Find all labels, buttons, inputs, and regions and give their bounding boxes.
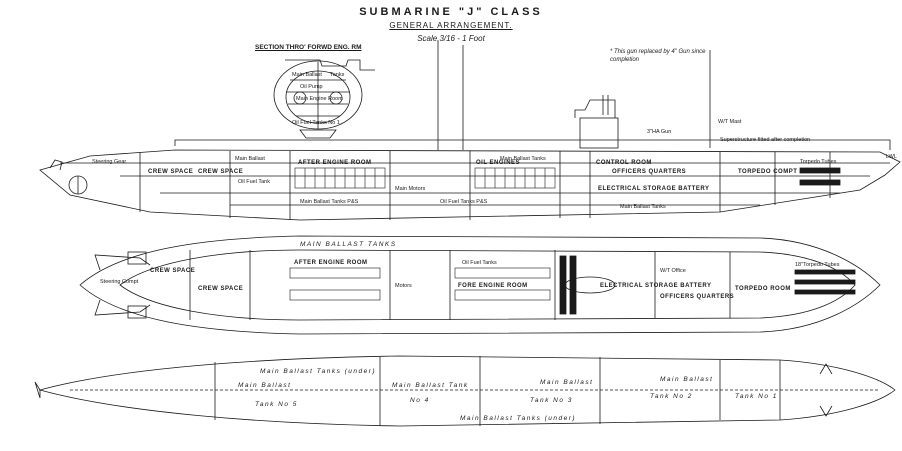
- label-lower-main-ballast-bottom: Main Ballast Tanks (under): [460, 415, 576, 422]
- gun-note: * This gun replaced by 4" Gun since comp…: [610, 49, 706, 63]
- label-lower-tank-1: Tank No 1: [735, 393, 778, 400]
- label-oil-engines: OIL ENGINES: [476, 160, 520, 166]
- label-plan-crew-space: CREW SPACE: [150, 268, 195, 274]
- label-oil-fuel-tanks: Oil Fuel Tanks P&S: [440, 199, 488, 205]
- label-plan-torpedo-room: TORPEDO ROOM: [735, 286, 791, 292]
- label-lower-tank-3: Tank No 3: [530, 397, 573, 404]
- label-plan-torpedo-tubes: 18"Torpedo Tubes: [795, 262, 840, 268]
- label-oil-fuel-tank: Oil Fuel Tank: [238, 179, 270, 185]
- label-plan-crew-space-2: CREW SPACE: [198, 286, 243, 292]
- section-label-tanks: Tanks: [330, 72, 345, 78]
- label-gun: 3"HA Gun: [647, 129, 671, 135]
- label-plan-fore-engine-room: FORE ENGINE ROOM: [458, 283, 528, 289]
- label-main-ballast-tanks-ps: Main Ballast Tanks P&S: [300, 199, 359, 205]
- cross-section-view: Main Ballast Tanks Oil Pump Main Engine …: [273, 59, 375, 139]
- label-plan-storage-battery: ELECTRICAL STORAGE BATTERY: [600, 283, 711, 289]
- section-label: SECTION THRO' FORWD ENG. RM: [255, 44, 362, 51]
- label-lower-main-ballast-under: Main Ballast Tanks (under): [260, 368, 376, 375]
- label-lower-main-ballast-tank: Main Ballast Tank: [392, 382, 469, 389]
- label-control-room: CONTROL ROOM: [596, 160, 652, 166]
- label-steering-gear: Steering Gear: [92, 159, 126, 165]
- label-plan-oil-fuel-tanks: Oil Fuel Tanks: [462, 260, 497, 266]
- label-plan-officers: OFFICERS QUARTERS: [660, 294, 734, 300]
- label-storage-battery: ELECTRICAL STORAGE BATTERY: [598, 186, 709, 192]
- section-label-ballast: Main Ballast: [292, 72, 322, 78]
- section-label-oil-tanks: Oil Fuel Tanks No 1: [292, 120, 340, 126]
- label-plan-after-engine-room: AFTER ENGINE ROOM: [294, 260, 368, 266]
- label-after-engine-room: AFTER ENGINE ROOM: [298, 160, 372, 166]
- label-main-ballast-top: Main Ballast: [235, 156, 265, 162]
- label-superstructure: Superstructure fitted after completion: [720, 137, 810, 143]
- label-crew-space: CREW SPACE: [198, 169, 243, 175]
- label-lower-tank-5: Tank No 5: [255, 401, 298, 408]
- label-main-ballast-tanks-fwd: Main Ballast Tanks: [620, 204, 666, 210]
- label-officers-quarters: OFFICERS QUARTERS: [612, 169, 686, 175]
- label-torpedo-compt: TORPEDO COMPT: [738, 169, 797, 175]
- label-main-ballast-tanks-top: Main Ballast Tanks: [500, 156, 546, 162]
- plan-view: [79, 235, 881, 335]
- label-lower-tank-4: No 4: [410, 397, 430, 404]
- section-label-engine-room: Main Engine Room: [296, 96, 343, 102]
- label-lower-tank-2: Tank No 2: [650, 393, 693, 400]
- drawing-scale: Scale 3/16 - 1 Foot: [417, 34, 485, 43]
- drawing-subtitle: GENERAL ARRANGEMENT.: [389, 21, 513, 30]
- lower-view: [34, 355, 896, 427]
- label-wt-mast: W/T Mast: [718, 119, 742, 125]
- label-plan-main-ballast: MAIN BALLAST TANKS: [300, 241, 397, 248]
- label-lower-main-ballast-1: Main Ballast: [238, 382, 291, 389]
- label-plan-steering: Steering Compt: [100, 279, 139, 285]
- profile-view: [39, 99, 901, 221]
- label-crew-space-aft: CREW SPACE: [148, 169, 193, 175]
- label-plan-wt-office: W/T Office: [660, 268, 686, 274]
- label-torpedo-tubes: Torpedo Tubes: [800, 159, 837, 165]
- label-lower-main-ballast-fwd2: Main Ballast: [660, 376, 713, 383]
- label-motors: Main Motors: [395, 186, 426, 192]
- label-lower-main-ballast-fwd: Main Ballast: [540, 379, 593, 386]
- label-lwl: LWL: [886, 154, 897, 160]
- label-plan-motors: Motors: [395, 283, 412, 289]
- drawing-title: SUBMARINE "J" CLASS: [359, 6, 543, 18]
- section-label-oil-pump: Oil Pump: [300, 84, 323, 90]
